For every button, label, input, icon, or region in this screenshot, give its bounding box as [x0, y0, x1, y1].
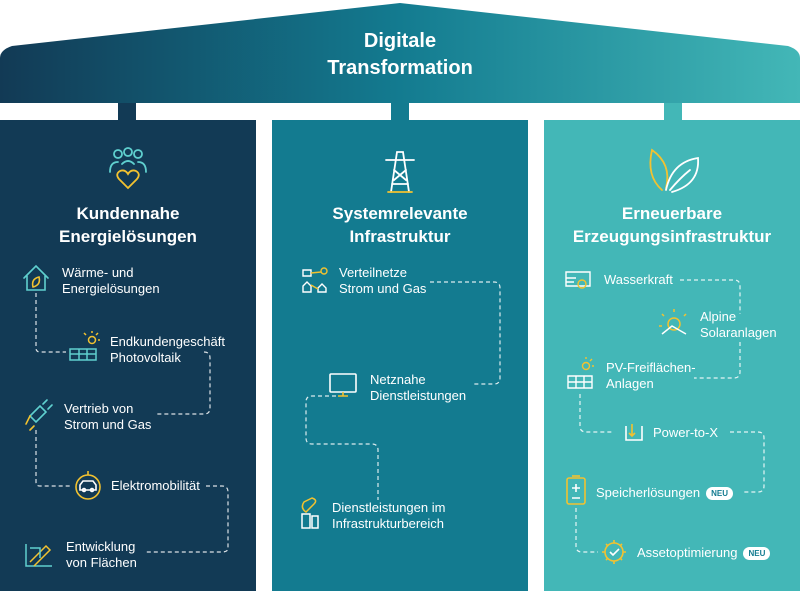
item-label: Elektromobilität — [111, 478, 200, 493]
item-label: Wasserkraft — [604, 272, 673, 287]
pv-field-icon — [567, 357, 594, 389]
power-pylon-icon — [385, 151, 415, 193]
item-label: Netznahe — [370, 372, 426, 387]
column-title-line: Erzeugungsinfrastruktur — [572, 227, 772, 246]
item-label: Infrastrukturbereich — [332, 516, 444, 531]
house-leaf-icon — [23, 264, 49, 291]
item-wasserkraft: Wasserkraft — [604, 272, 673, 288]
main-title: Digitale Transformation — [0, 28, 800, 82]
flow-line — [694, 342, 741, 379]
item-label: Energielösungen — [62, 281, 160, 296]
gear-check-icon — [602, 540, 626, 564]
column-title-1: Kundennahe Energielösungen — [0, 202, 256, 248]
power-to-x-icon — [625, 424, 643, 441]
column-kundennahe — [0, 120, 256, 591]
item-label: Endkundengeschäft — [110, 334, 225, 349]
column-title-line: Infrastruktur — [349, 227, 451, 246]
hydro-dam-icon — [565, 271, 591, 289]
item-label: Power-to-X — [653, 425, 719, 440]
column-title-3: Erneuerbare Erzeugungsinfrastruktur — [544, 202, 800, 248]
flow-line — [680, 279, 741, 314]
main-title-line1: Digitale — [363, 30, 437, 52]
flow-line — [579, 394, 612, 433]
item-label: Strom und Gas — [64, 417, 152, 432]
item-assetoptimierung: Assetoptimierung NEU — [637, 545, 771, 561]
column-title-line: Erneuerbare — [621, 204, 723, 223]
item-label: Entwicklung — [66, 539, 136, 554]
main-title-line2: Transformation — [327, 57, 473, 79]
solar-panel-icon — [69, 331, 100, 361]
item-label: Strom und Gas — [339, 281, 427, 296]
network-nodes-icon — [302, 267, 328, 293]
flow-line — [156, 351, 211, 415]
item-label: Anlagen — [606, 376, 654, 391]
item-label: Alpine — [700, 309, 737, 324]
item-label: Verteilnetze — [339, 265, 407, 280]
flow-line — [575, 508, 598, 553]
flow-line — [35, 293, 66, 353]
column-title-line: Kundennahe — [76, 204, 180, 223]
leaf-icon — [649, 148, 699, 193]
connector-middle — [391, 103, 409, 120]
service-tools-icon — [301, 497, 319, 529]
column-erneuerbare — [544, 120, 800, 591]
flow-line — [146, 485, 229, 553]
battery-icon — [566, 475, 586, 505]
mountain-sun-icon — [659, 309, 687, 335]
plug-icon — [25, 399, 53, 431]
item-label: Assetoptimierung — [637, 545, 738, 560]
monitor-icon — [329, 373, 357, 397]
item-dienstleistungen: Dienstleistungen im Infrastrukturbereich — [332, 500, 445, 532]
electric-car-icon — [75, 471, 101, 500]
item-elektromobilitaet: Elektromobilität — [111, 478, 200, 494]
flow-line — [35, 430, 72, 487]
flow-line — [730, 431, 765, 493]
item-flaechen: Entwicklung von Flächen — [66, 539, 137, 571]
column-title-line: Energielösungen — [59, 227, 197, 246]
item-label: Speicherlösungen — [596, 485, 701, 500]
item-waerme-energie: Wärme- und Energielösungen — [62, 265, 160, 297]
area-planning-icon — [25, 544, 52, 567]
item-pv-freiflaechen: PV-Freiflächen- Anlagen — [606, 360, 696, 392]
roof-shape — [0, 3, 800, 103]
flow-line — [430, 281, 501, 385]
flow-line — [305, 395, 379, 500]
item-power-to-x: Power-to-X — [653, 425, 718, 441]
item-label: Wärme- und — [62, 265, 134, 280]
item-label: Dienstleistungen im — [332, 500, 446, 515]
item-vertrieb: Vertrieb von Strom und Gas — [64, 401, 151, 433]
item-alpine-solar: Alpine Solaranlagen — [700, 309, 777, 341]
connector-left — [118, 103, 136, 120]
item-netznahe: Netznahe Dienstleistungen — [370, 372, 466, 404]
column-systemrelevante — [272, 120, 528, 591]
item-label: Dienstleistungen — [370, 388, 467, 403]
connector-right — [664, 103, 682, 120]
new-badge: NEU — [743, 547, 771, 561]
item-endkunden-pv: Endkundengeschäft Photovoltaik — [110, 334, 225, 366]
people-heart-icon — [109, 147, 147, 190]
item-label: von Flächen — [66, 555, 137, 570]
item-label: PV-Freiflächen- — [606, 360, 696, 375]
item-label: Solaranlagen — [700, 325, 777, 340]
item-speicherloesungen: Speicherlösungen NEU — [596, 485, 733, 501]
item-label: Photovoltaik — [110, 350, 181, 365]
item-label: Vertrieb von — [64, 401, 134, 416]
column-title-line: Systemrelevante — [332, 204, 468, 223]
new-badge: NEU — [706, 487, 733, 501]
item-verteilnetze: Verteilnetze Strom und Gas — [339, 265, 426, 297]
column-title-2: Systemrelevante Infrastruktur — [272, 202, 528, 248]
